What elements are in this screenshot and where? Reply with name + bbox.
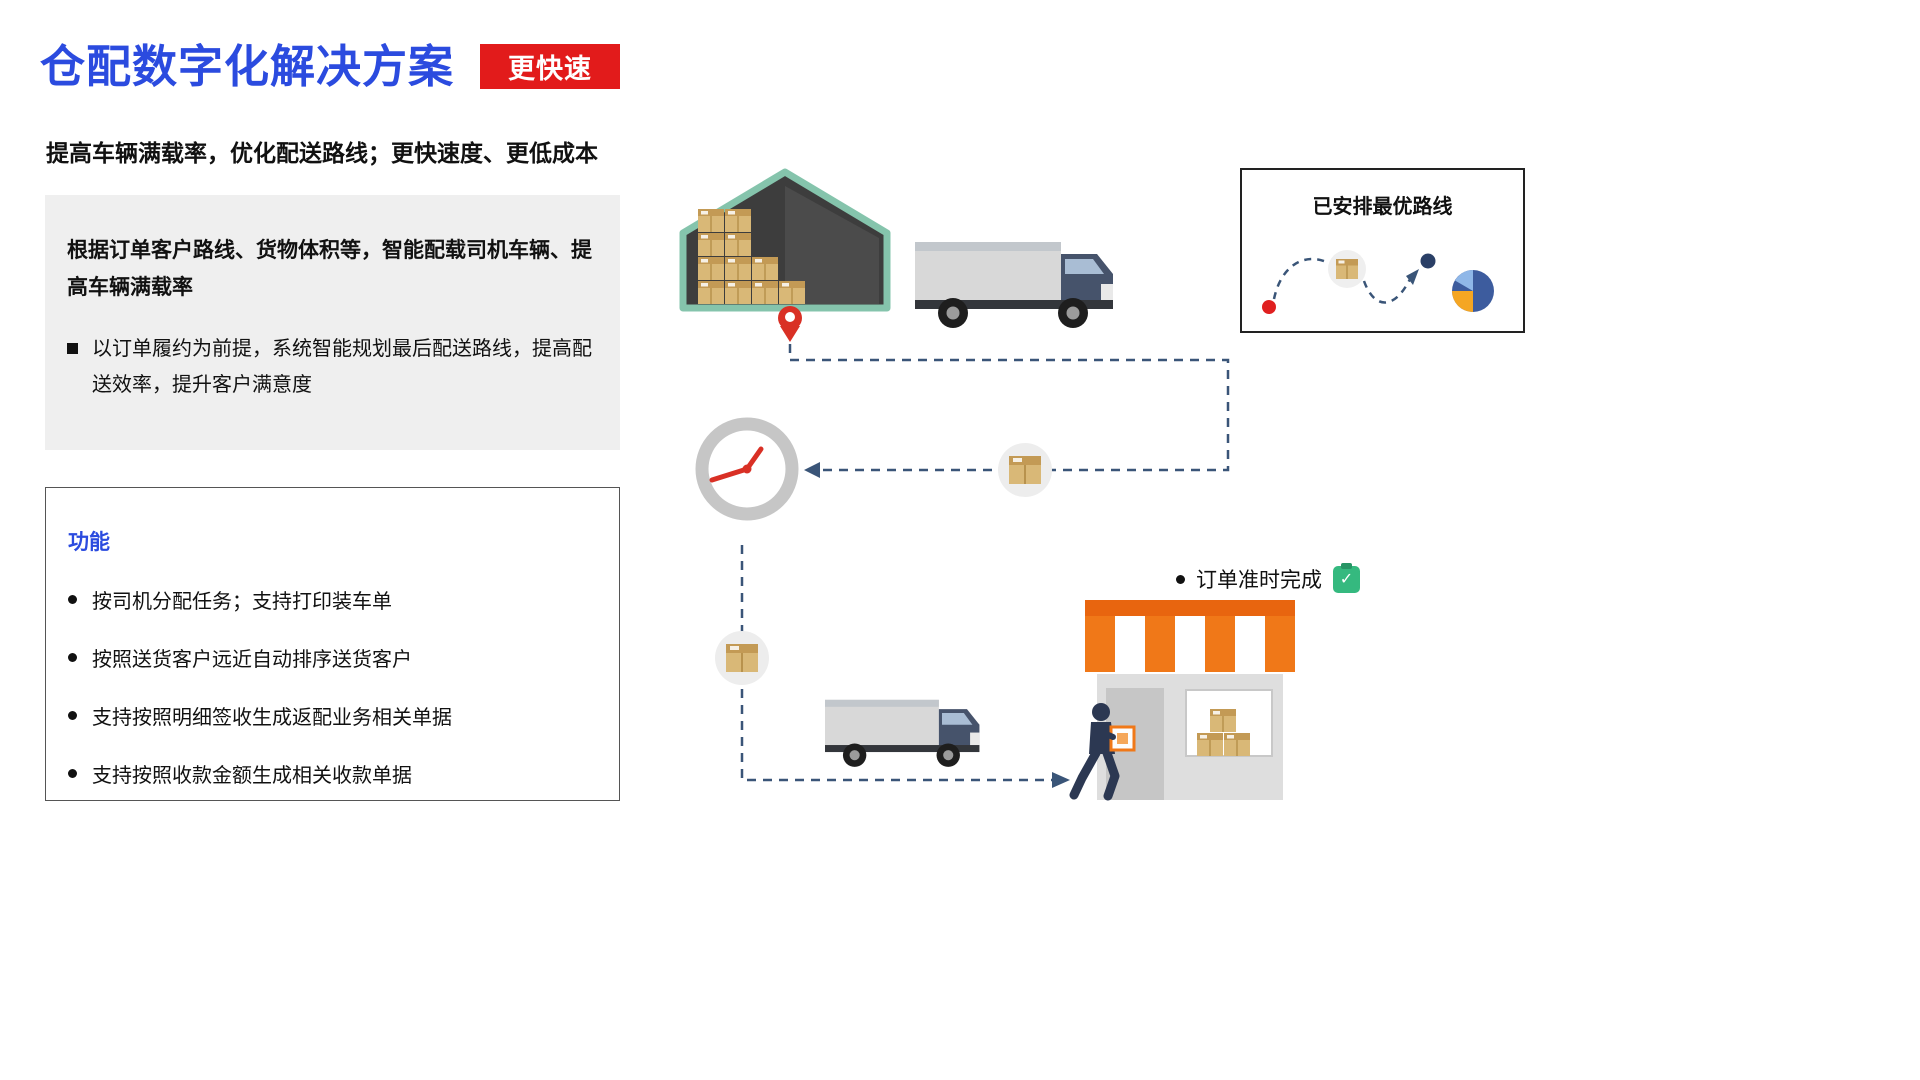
store-icon	[1085, 600, 1295, 800]
warehouse-icon	[679, 168, 891, 312]
dot-bullet-icon	[68, 711, 77, 720]
parcel-icon	[714, 630, 770, 686]
features-title: 功能	[68, 531, 110, 554]
feature-text: 按照送货客户远近自动排序送货客户	[92, 649, 412, 671]
feature-text: 支持按照明细签收生成返配业务相关单据	[92, 707, 452, 729]
features-box: 功能 按司机分配任务；支持打印装车单 按照送货客户远近自动排序送货客户 支持按照…	[45, 487, 620, 801]
route-path	[740, 344, 1230, 788]
route-card: 已安排最优路线	[1240, 168, 1525, 333]
clock-icon	[695, 417, 799, 521]
summary-heading: 根据订单客户路线、货物体积等，智能配载司机车辆、提高车辆满载率	[67, 239, 592, 299]
page-title: 仓配数字化解决方案	[40, 41, 455, 92]
square-bullet-icon	[67, 342, 78, 354]
dot-bullet-icon	[68, 595, 77, 604]
truck-bottom-icon	[825, 699, 980, 767]
route-end-dot	[1420, 253, 1436, 269]
feature-item: 支持按照收款金额生成相关收款单据	[68, 759, 595, 788]
feature-text: 支持按照收款金额生成相关收款单据	[92, 765, 412, 787]
order-status-text: 订单准时完成	[1196, 569, 1322, 592]
feature-item: 支持按照明细签收生成返配业务相关单据	[68, 701, 595, 730]
order-status: 订单准时完成 ✓	[1176, 562, 1360, 594]
pie-chart-icon	[1452, 270, 1494, 312]
parcel-icon	[997, 442, 1053, 498]
features-list: 按司机分配任务；支持打印装车单 按照送货客户远近自动排序送货客户 支持按照明细签…	[68, 585, 595, 788]
check-glyph: ✓	[1339, 571, 1354, 588]
feature-text: 按司机分配任务；支持打印装车单	[92, 591, 392, 613]
truck-top-icon	[915, 242, 1113, 328]
route-card-title: 已安排最优路线	[1312, 196, 1453, 218]
dot-bullet-icon	[68, 653, 77, 662]
feature-item: 按照送货客户远近自动排序送货客户	[68, 643, 595, 672]
summary-bullet-text: 以订单履约为前提，系统智能规划最后配送路线，提高配送效率，提升客户满意度	[92, 337, 592, 396]
clipboard-check-icon: ✓	[1333, 562, 1360, 593]
speed-badge: 更快速	[480, 44, 621, 90]
dot-bullet-icon	[1176, 574, 1185, 584]
header: 仓配数字化解决方案 更快速	[40, 41, 621, 92]
delivery-person-icon	[1069, 703, 1136, 801]
summary-box: 根据订单客户路线、货物体积等，智能配载司机车辆、提高车辆满载率 以订单履约为前提…	[45, 195, 620, 450]
parcel-icon	[1328, 250, 1366, 288]
route-start-dot	[1262, 300, 1276, 314]
location-pin-icon	[778, 306, 802, 342]
feature-item: 按司机分配任务；支持打印装车单	[68, 585, 595, 614]
subtitle: 提高车辆满载率，优化配送路线；更快速度、更低成本	[46, 140, 598, 166]
summary-bullet: 以订单履约为前提，系统智能规划最后配送路线，提高配送效率，提升客户满意度	[67, 331, 592, 403]
dot-bullet-icon	[68, 769, 77, 778]
route-sketch	[1262, 250, 1494, 314]
